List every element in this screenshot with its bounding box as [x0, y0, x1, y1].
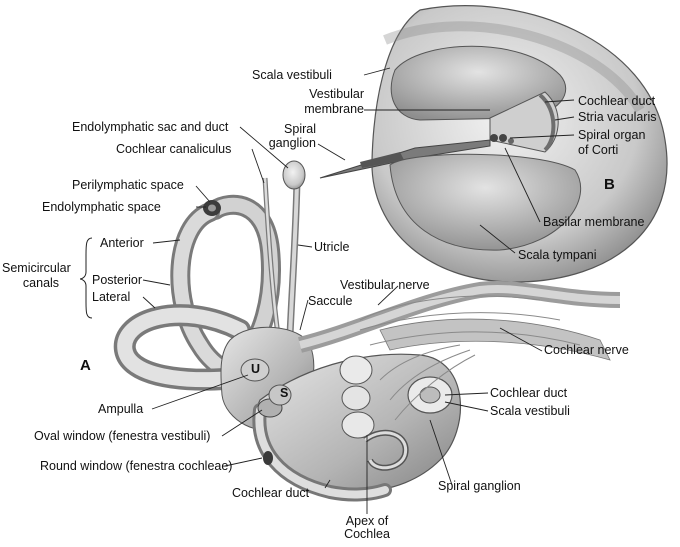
label-endolymphatic-sac: Endolymphatic sac and duct: [72, 120, 229, 134]
label-semicircular-line2: canals: [22, 276, 60, 290]
leader-lines: [142, 67, 575, 514]
label-scala-tympani: Scala tympani: [518, 248, 597, 262]
label-basilar-membrane: Basilar membrane: [543, 215, 645, 229]
label-anterior: Anterior: [100, 236, 144, 250]
label-ampulla: Ampulla: [98, 402, 144, 416]
label-spiral-organ-line2: of Corti: [578, 143, 619, 157]
panel-a-labyrinth: [113, 160, 621, 502]
label-cochlear-nerve: Cochlear nerve: [544, 343, 629, 357]
label-cochlear-duct-b: Cochlear duct: [578, 94, 656, 108]
label-lateral: Lateral: [92, 290, 131, 304]
label-perilymphatic-space: Perilymphatic space: [72, 178, 184, 192]
label-stria-vascularis: Stria vacularis: [578, 110, 657, 124]
label-scala-vestibuli-b: Scala vestibuli: [252, 68, 332, 82]
label-u-marker: U: [251, 362, 261, 376]
label-cochlear-canaliculus: Cochlear canaliculus: [116, 142, 232, 156]
label-round-window: Round window (fenestra cochleae): [40, 459, 233, 473]
label-vestibular-nerve: Vestibular nerve: [340, 278, 430, 292]
label-utricle: Utricle: [314, 240, 350, 254]
label-spiral-ganglion-b-line2: ganglion: [268, 136, 316, 150]
panel-b-letter: B: [604, 176, 615, 193]
label-saccule: Saccule: [308, 294, 353, 308]
panel-b-cross-section: [319, 5, 668, 283]
label-oval-window: Oval window (fenestra vestibuli): [34, 429, 211, 443]
label-endolymphatic-space: Endolymphatic space: [42, 200, 161, 214]
semicircular-bracket: [79, 237, 93, 319]
label-spiral-ganglion-a: Spiral ganglion: [438, 479, 521, 493]
label-spiral-ganglion-b-line1: Spiral: [284, 122, 316, 136]
label-scala-vestibuli-right: Scala vestibuli: [490, 404, 570, 418]
label-spiral-organ-line1: Spiral organ: [578, 128, 646, 142]
label-apex-line2: Cochlea: [344, 527, 390, 541]
label-cochlear-duct-bottom: Cochlear duct: [232, 486, 310, 500]
label-vestibular-membrane-line2: membrane: [304, 102, 364, 116]
label-cochlear-duct-right: Cochlear duct: [490, 386, 568, 400]
label-vestibular-membrane-line1: Vestibular: [309, 87, 364, 101]
label-posterior: Posterior: [92, 273, 143, 287]
label-semicircular-line1: Semicircular: [2, 261, 71, 275]
label-apex-line1: Apex of: [345, 514, 389, 528]
label-s-marker: S: [280, 386, 289, 400]
panel-a-letter: A: [80, 357, 91, 374]
